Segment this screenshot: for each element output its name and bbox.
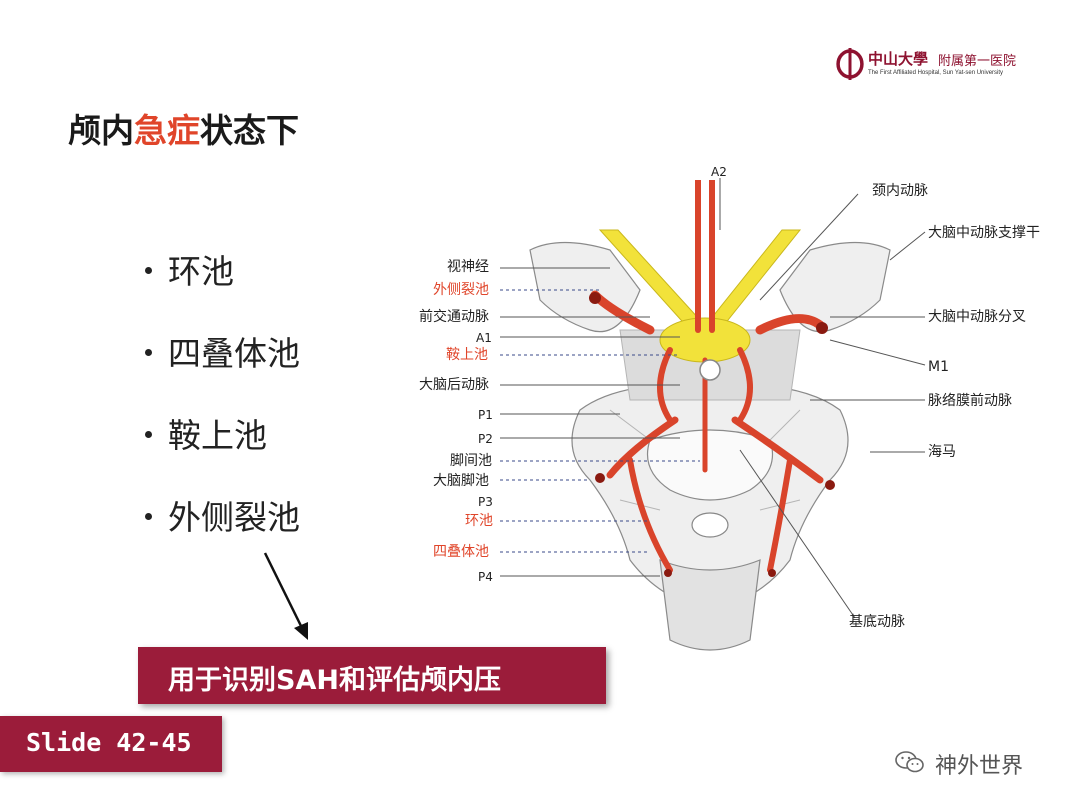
logo-name-cn: 中山大學 — [868, 50, 929, 68]
label-p3: P3 — [478, 495, 493, 509]
bullet-text: 外侧裂池 — [168, 498, 300, 537]
bullet-dot-icon — [145, 431, 152, 438]
label-mca-bifurcation: 大脑中动脉分叉 — [928, 309, 1026, 325]
label-acomm: 前交通动脉 — [419, 309, 489, 325]
label-mca-trunk: 大脑中动脉支撑干 — [928, 225, 1040, 241]
brain-cistern-artery-diagram — [529, 180, 891, 651]
bullet-dot-icon — [145, 349, 152, 356]
label-acha: 脉络膜前动脉 — [928, 393, 1012, 409]
label-hippocampus: 海马 — [928, 444, 956, 460]
label-m1: M1 — [928, 359, 949, 375]
university-emblem-icon — [836, 48, 864, 80]
slide-number-tag: Slide 42-45 — [0, 716, 222, 772]
label-quadrigeminal-cistern: 四叠体池 — [433, 544, 489, 560]
title-part1: 颅内 — [68, 111, 134, 150]
label-a2: A2 — [711, 165, 727, 179]
bullet-item: 鞍上池 — [145, 409, 267, 457]
watermark-text: 神外世界 — [935, 754, 1024, 779]
label-p2: P2 — [478, 432, 493, 446]
bullet-dot-icon — [145, 267, 152, 274]
callout-box: 用于识别SAH和评估颅内压 — [138, 647, 606, 704]
title-highlight: 急症 — [134, 111, 200, 150]
bullet-item: 外侧裂池 — [145, 491, 300, 539]
label-a1: A1 — [476, 331, 492, 345]
label-optic-nerve: 视神经 — [447, 259, 489, 275]
label-sylvian-cistern: 外侧裂池 — [433, 282, 489, 298]
slide-number-text: Slide 42-45 — [26, 728, 192, 757]
bullet-dot-icon — [145, 513, 152, 520]
label-crural-cistern: 大脑脚池 — [433, 473, 489, 489]
arrow-down-icon — [263, 552, 308, 640]
label-ambient-cistern: 环池 — [465, 513, 493, 529]
bullet-item: 环池 — [145, 245, 234, 293]
label-suprasellar-cistern: 鞍上池 — [446, 347, 488, 363]
bullet-item: 四叠体池 — [145, 327, 300, 375]
aqueduct-marker — [691, 512, 729, 538]
bullet-text: 四叠体池 — [168, 334, 300, 373]
title-part2: 状态下 — [200, 111, 299, 150]
label-p4: P4 — [478, 570, 493, 584]
pons-marker — [699, 359, 721, 381]
label-pca: 大脑后动脉 — [419, 377, 489, 393]
label-ica: 颈内动脉 — [872, 183, 928, 199]
logo-subname-cn: 附属第一医院 — [938, 54, 1017, 69]
label-p1: P1 — [478, 408, 493, 422]
callout-text: 用于识别SAH和评估颅内压 — [168, 665, 501, 696]
label-interpeduncular-cistern: 脚间池 — [450, 453, 492, 469]
label-basilar-artery: 基底动脉 — [849, 614, 905, 630]
bullet-text: 环池 — [168, 252, 234, 291]
hospital-logo: 中山大學 附属第一医院 The First Affiliated Hospita… — [834, 46, 1044, 86]
logo-name-en: The First Affiliated Hospital, Sun Yat-s… — [868, 70, 1004, 76]
wechat-icon — [895, 751, 924, 773]
slide-title: 颅内急症状态下 — [68, 104, 299, 152]
bullet-text: 鞍上池 — [168, 416, 267, 455]
